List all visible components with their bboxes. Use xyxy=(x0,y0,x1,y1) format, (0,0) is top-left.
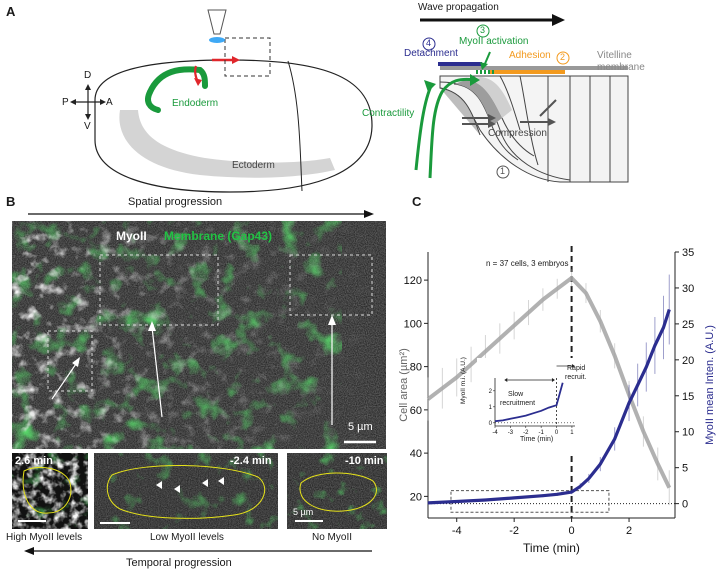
y-left-tick-label: 120 xyxy=(404,275,422,287)
step4-label: Detachment xyxy=(404,48,458,59)
step3-num: 3 xyxy=(480,25,486,35)
spatial-arrow xyxy=(28,210,374,218)
compression-label: Compression xyxy=(488,128,547,139)
y-left-axis-title: Cell area (µm²) xyxy=(398,348,410,422)
inset-none-time: -10 min xyxy=(345,455,384,467)
step3-label: MyoII activation xyxy=(459,36,529,47)
inset-high-time: 2.6 min xyxy=(15,455,53,467)
myoii-label: MyoII xyxy=(116,229,147,243)
spatial-progression-label: Spatial progression xyxy=(128,196,223,208)
x-tick-label: 2 xyxy=(626,525,632,537)
inset-x-tick-label: -3 xyxy=(508,430,514,436)
step1-num: 1 xyxy=(500,166,506,176)
caption-high: High MyoII levels xyxy=(6,532,83,543)
myoii-intensity-line xyxy=(427,309,671,505)
panel-c-label: C xyxy=(412,194,422,209)
inset-background xyxy=(477,358,589,454)
step2-num: 2 xyxy=(560,52,566,62)
inset-x-tick-label: -2 xyxy=(523,430,529,436)
inset-rapid-2: recruit. xyxy=(565,374,587,381)
y-left-tick-label: 20 xyxy=(410,491,422,503)
axis-p-label: P xyxy=(62,97,69,108)
inset-high: 2.6 min xyxy=(12,453,88,529)
y-right-tick-label: 30 xyxy=(682,283,694,295)
inset-scale-label: 5 µm xyxy=(293,507,314,517)
slow-arrow-head-right xyxy=(551,378,555,382)
inset-low-time: -2.4 min xyxy=(230,455,272,467)
y-left-tick-label: 40 xyxy=(410,448,422,460)
caption-low: Low MyoII levels xyxy=(150,532,224,543)
panel-b-label: B xyxy=(6,194,16,209)
temporal-arrow xyxy=(24,547,372,555)
y-right-tick-label: 20 xyxy=(682,355,694,367)
microscopy-main: MyoII Membrane (Gap43) 5 µm xyxy=(12,221,386,449)
inset-none: -10 min 5 µm xyxy=(287,453,387,529)
inset-ylabel: MyoII m.i. (A.U.) xyxy=(460,357,467,404)
temporal-progression-label: Temporal progression xyxy=(126,557,232,569)
endoderm-label: Endoderm xyxy=(172,98,219,109)
x-tick-label: -4 xyxy=(452,525,462,537)
step4-num: 4 xyxy=(426,38,432,48)
slow-arrow-head-left xyxy=(504,378,508,382)
rapid-arrow-head xyxy=(571,364,575,368)
axis-v-label: V xyxy=(84,121,91,132)
inset-y-tick-label: 2 xyxy=(489,389,493,395)
inset-low: -2.4 min xyxy=(94,453,278,529)
y-right-tick-label: 25 xyxy=(682,319,694,331)
panel-a-label: A xyxy=(6,4,16,19)
y-left-tick-label: 80 xyxy=(410,362,422,374)
x-tick-label: -2 xyxy=(509,525,519,537)
main-scale-label: 5 µm xyxy=(348,421,373,433)
membrane-label: Membrane (Gap43) xyxy=(164,229,273,243)
inset-rapid-1: Rapid xyxy=(567,365,586,372)
y-right-tick-label: 35 xyxy=(682,247,694,259)
caption-none: No MyoII xyxy=(312,532,353,543)
inset-xlabel: Time (min) xyxy=(520,436,554,443)
inset-x-tick-label: -1 xyxy=(538,430,544,436)
y-left-tick-label: 60 xyxy=(410,405,422,417)
x-axis-title: Time (min) xyxy=(523,541,580,555)
inset-x-tick-label: -4 xyxy=(492,430,498,436)
inset-myoii-line xyxy=(494,382,564,423)
inset-y-tick-label: 0 xyxy=(489,421,493,427)
contractility-label: Contractility xyxy=(362,108,415,119)
embryo-diagram xyxy=(70,9,373,193)
wave-diagram xyxy=(414,14,629,183)
inset-slow-2: recruitment xyxy=(500,400,536,407)
y-right-tick-label: 10 xyxy=(682,427,694,439)
y-right-axis-title: MyoII mean Inten. (A.U.) xyxy=(704,325,716,445)
vitelline-label-2: membrane xyxy=(597,62,645,73)
step2-label: Adhesion xyxy=(509,50,551,61)
y-right-tick-label: 15 xyxy=(682,391,694,403)
wave-propagation-label: Wave propagation xyxy=(418,2,499,13)
inset-slow-1: Slow xyxy=(508,391,524,398)
n-label: n = 37 cells, 3 embryos xyxy=(486,259,569,268)
y-left-tick-label: 100 xyxy=(404,318,422,330)
axis-d-label: D xyxy=(84,70,92,81)
inset-x-tick-label: 0 xyxy=(555,430,559,436)
y-right-tick-label: 0 xyxy=(682,499,688,511)
vitelline-label-1: Vitelline xyxy=(597,50,632,61)
ectoderm-label: Ectoderm xyxy=(232,160,275,171)
y-right-tick-label: 5 xyxy=(682,463,688,475)
inset-x-tick-label: 1 xyxy=(570,430,574,436)
axis-a-label: A xyxy=(106,97,113,108)
inset-y-tick-label: 1 xyxy=(489,405,493,411)
x-tick-label: 0 xyxy=(569,525,575,537)
